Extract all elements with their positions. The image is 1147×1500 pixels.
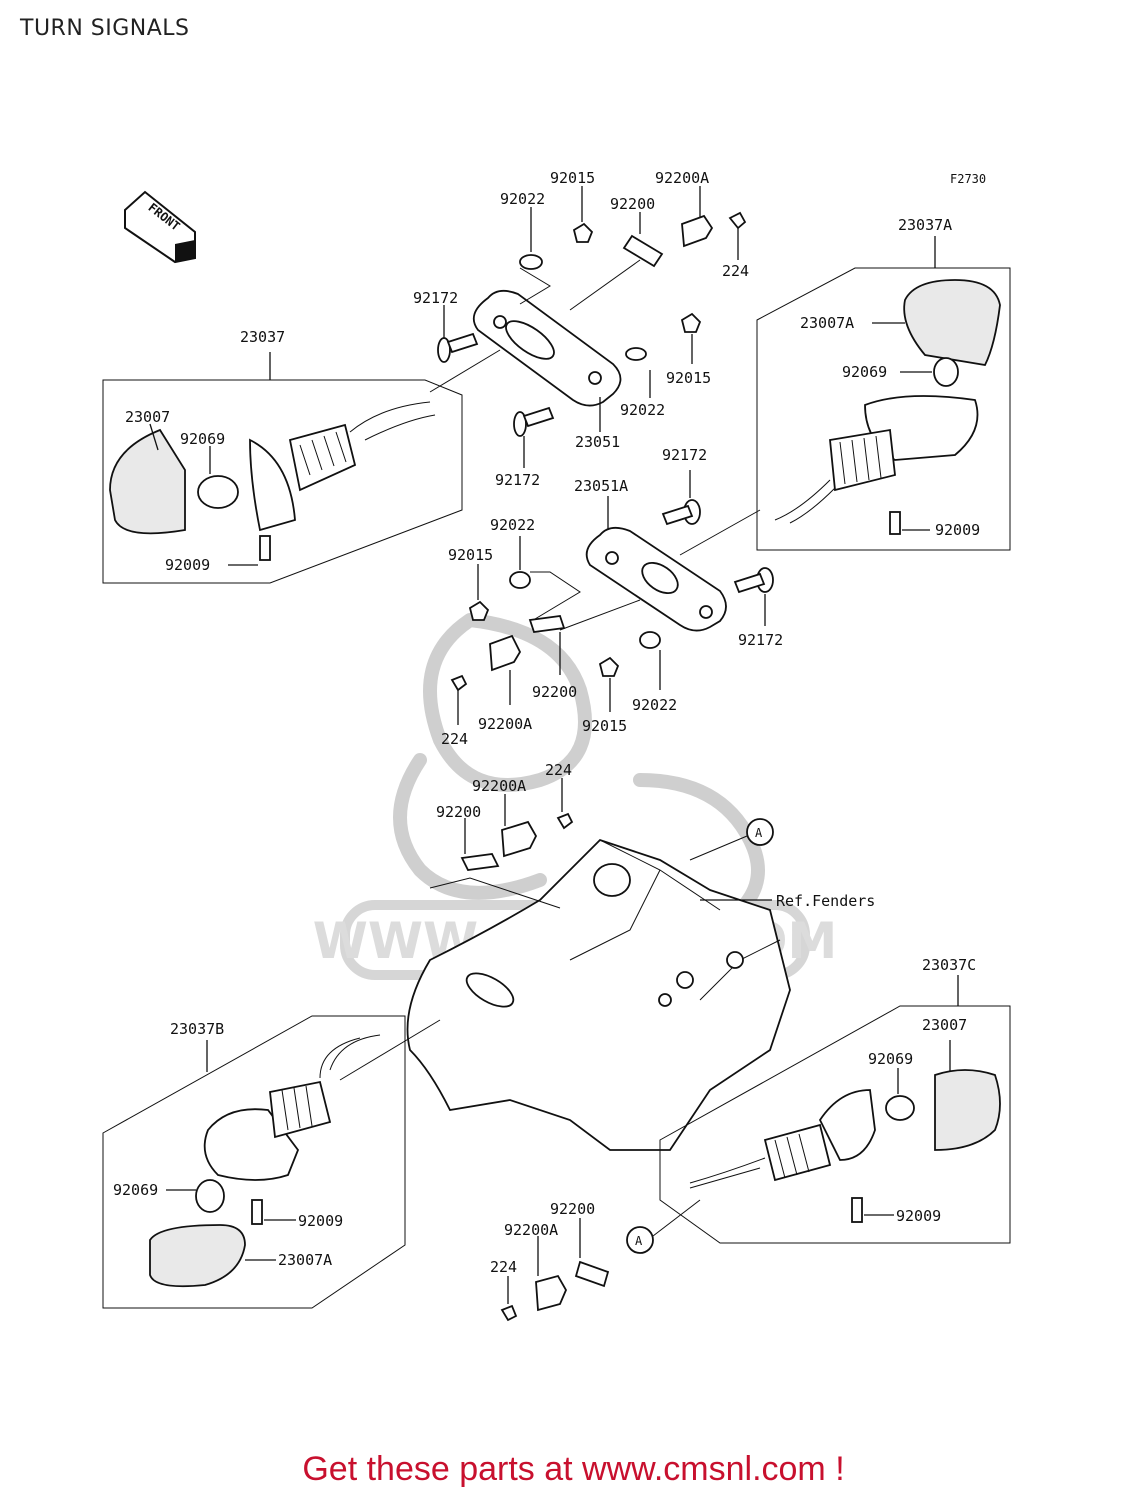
clip-92200A [535, 1274, 568, 1312]
clip-92200A [681, 214, 714, 248]
screw-92009 [889, 511, 901, 535]
nut-92015 [468, 600, 490, 621]
bolt-224 [728, 211, 747, 230]
callout-92022: 92022 [620, 401, 665, 419]
lens-23007 [109, 428, 186, 535]
callout-92200: 92200 [532, 683, 577, 701]
bracket-23051A [585, 526, 727, 632]
lens-23007A [149, 1224, 246, 1288]
callout-224: 224 [722, 262, 749, 280]
bolt-224 [450, 674, 468, 692]
ref-circle-A [746, 818, 774, 846]
clip-92200A [501, 820, 538, 858]
washer-92022 [509, 571, 531, 589]
plate-92200 [622, 234, 664, 268]
callout-92015: 92015 [448, 546, 493, 564]
bolt-224 [556, 812, 574, 830]
lens-23007 [934, 1069, 1001, 1151]
callout-92172: 92172 [738, 631, 783, 649]
front-arrow-icon: FRONT [124, 190, 196, 264]
callout-92200A: 92200A [504, 1221, 558, 1239]
figure-code: F2730 [950, 172, 986, 186]
bulb-92069 [885, 1095, 915, 1121]
ref-fenders-label: Ref.Fenders [776, 892, 875, 910]
nut-92015 [572, 222, 594, 243]
assembly-box-23037 [102, 379, 463, 584]
callout-92200A: 92200A [472, 777, 526, 795]
screw-92172 [733, 567, 774, 594]
callout-23037: 23037 [240, 328, 285, 346]
screw-92009 [259, 535, 271, 561]
callout-92022: 92022 [500, 190, 545, 208]
screw-92009 [851, 1197, 863, 1223]
callout-92200: 92200 [436, 803, 481, 821]
callout-92069: 92069 [868, 1050, 913, 1068]
bulb-92069 [195, 1179, 225, 1213]
screw-92009 [251, 1199, 263, 1225]
callout-23037A: 23037A [898, 216, 952, 234]
bracket-23051 [472, 289, 622, 407]
callout-92172: 92172 [662, 446, 707, 464]
callout-92022: 92022 [632, 696, 677, 714]
callout-92009: 92009 [896, 1207, 941, 1225]
callout-92172: 92172 [495, 471, 540, 489]
lens-23007A [903, 279, 1001, 366]
footer-link-text[interactable]: Get these parts at www.cmsnl.com ! [302, 1450, 845, 1488]
housing-23037C [818, 1089, 876, 1161]
callout-224: 224 [490, 1258, 517, 1276]
rear-fender [406, 838, 791, 1151]
plate-92200 [460, 853, 500, 871]
callout-92200A: 92200A [478, 715, 532, 733]
callout-92200: 92200 [610, 195, 655, 213]
callout-224: 224 [545, 761, 572, 779]
callout-92015: 92015 [582, 717, 627, 735]
callout-92200A: 92200A [655, 169, 709, 187]
nut-92015 [598, 656, 620, 677]
screw-92172 [661, 499, 701, 526]
washer-92022 [625, 347, 647, 361]
assembly-box-23037C [659, 1005, 1011, 1244]
callout-92009: 92009 [298, 1212, 343, 1230]
callout-92015: 92015 [550, 169, 595, 187]
clip-92200A [489, 634, 522, 672]
ref-A-label: A [635, 1234, 643, 1248]
callout-92009: 92009 [935, 521, 980, 539]
bolt-224 [500, 1304, 518, 1322]
callout-92172: 92172 [413, 289, 458, 307]
callout-92069: 92069 [180, 430, 225, 448]
screw-92172 [437, 332, 479, 363]
plate-92200 [574, 1260, 610, 1288]
callout-23007A: 23007A [278, 1251, 332, 1269]
callout-23007: 23007 [125, 408, 170, 426]
callout-23037C: 23037C [922, 956, 976, 974]
callout-23007: 23007 [922, 1016, 967, 1034]
housing-23037 [249, 438, 296, 532]
callout-23007A: 23007A [800, 314, 854, 332]
parts-diagram: WWW.CMSNL.COM F2730 FRONT 23051 92022 92… [102, 169, 1011, 1322]
washer-92022 [639, 631, 661, 649]
ref-A-label: A [755, 826, 763, 840]
callout-224: 224 [441, 730, 468, 748]
callout-92015: 92015 [666, 369, 711, 387]
screw-92172 [513, 406, 555, 437]
bulb-92069 [933, 357, 959, 387]
callout-92200: 92200 [550, 1200, 595, 1218]
washer-92022 [519, 254, 543, 270]
callout-23051: 23051 [575, 433, 620, 451]
callout-92069: 92069 [842, 363, 887, 381]
page-title: TURN SIGNALS [20, 16, 190, 41]
ref-circle-A [626, 1226, 654, 1254]
bulb-92069 [197, 475, 239, 509]
callout-23037B: 23037B [170, 1020, 224, 1038]
callout-92022: 92022 [490, 516, 535, 534]
assembly-box-23037B [102, 1015, 406, 1309]
callout-23051A: 23051A [574, 477, 628, 495]
nut-92015 [680, 312, 702, 333]
callout-92069: 92069 [113, 1181, 158, 1199]
callout-92009: 92009 [165, 556, 210, 574]
